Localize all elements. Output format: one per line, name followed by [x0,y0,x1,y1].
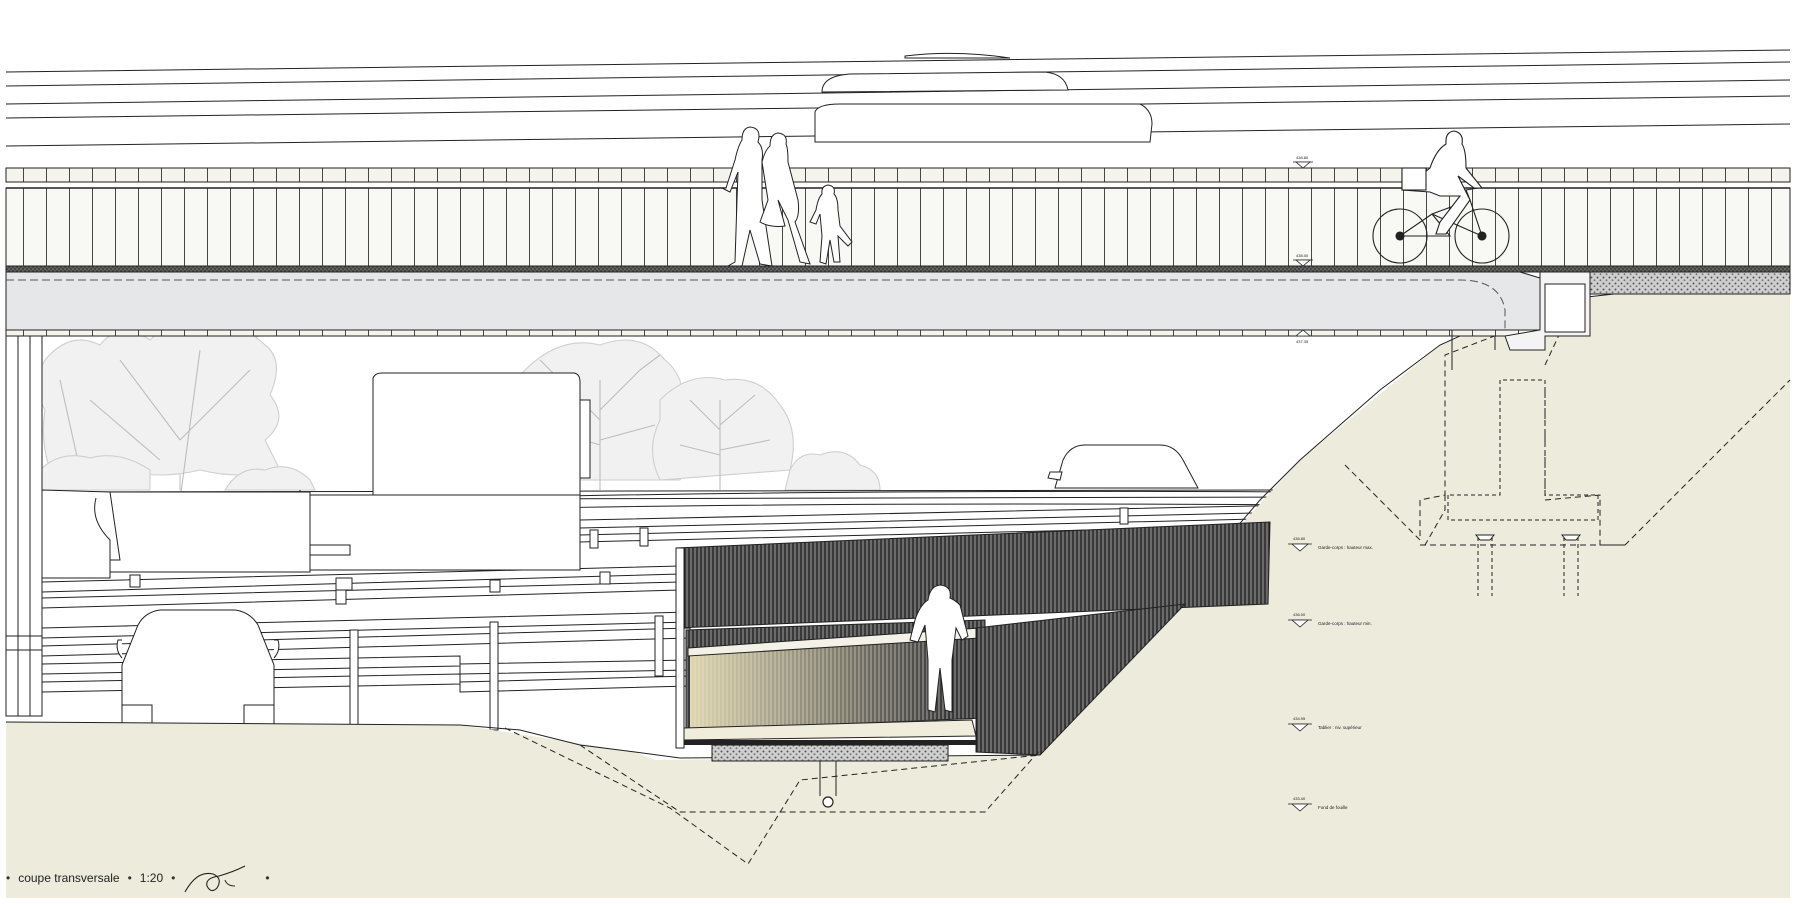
level-note: Garde-corps : hauteur min. [1318,621,1372,626]
level-marker-icon: 436.00 Garde-corps : hauteur min. [1288,612,1372,628]
pedestrian-tunnel-icon [909,584,969,713]
bullet: • [265,871,270,885]
level-value: 436.00 [1293,612,1306,617]
level-note: Tablier : niv. supérieur [1318,725,1362,730]
caption-scale: 1:20 [139,871,164,885]
level-value: 437.35 [1296,339,1309,344]
distant-truck-icon [814,52,1153,143]
level-marker-icon: 434.95 Tablier : niv. supérieur [1288,716,1362,732]
drawing-caption: • coupe transversale • 1:20 • • [6,865,270,893]
right-foundation [1447,379,1599,596]
truck-icon [41,372,591,591]
level-value: 438.80 [1296,155,1309,160]
car-icon [1047,444,1199,489]
level-note: Garde-corps : hauteur max. [1318,545,1373,550]
level-marker-icon: 438.00 [1293,253,1313,267]
level-marker-icon: 438.80 [1293,155,1313,169]
pedestrian-group-icon [721,126,853,267]
bullet: • [6,871,11,885]
underpass-tunnel [675,521,1271,808]
cyclist-icon [1372,130,1510,264]
level-value: 438.00 [1296,253,1309,258]
level-value: 433.40 [1293,796,1306,801]
bridge-deck [5,167,1791,370]
foreground-car-icon [116,609,280,728]
ground-fill [6,285,1790,898]
bullet: • [171,871,176,885]
left-abutment [5,335,43,717]
level-marker-icon: 437.35 [1293,329,1313,344]
level-value: 436.80 [1293,536,1306,541]
level-marker-icon: 436.80 Garde-corps : hauteur max. [1288,536,1373,552]
level-markers: 438.80 438.00 437.35 436.80 Garde-corps … [1288,155,1373,812]
signature-icon [184,865,246,893]
bullet: • [127,871,132,885]
level-note: Fond de fouille [1318,805,1348,810]
caption-title: coupe transversale [18,871,120,885]
level-value: 434.95 [1293,716,1306,721]
pile-caps [1474,534,1582,541]
level-marker-icon: 433.40 Fond de fouille [1288,796,1348,812]
